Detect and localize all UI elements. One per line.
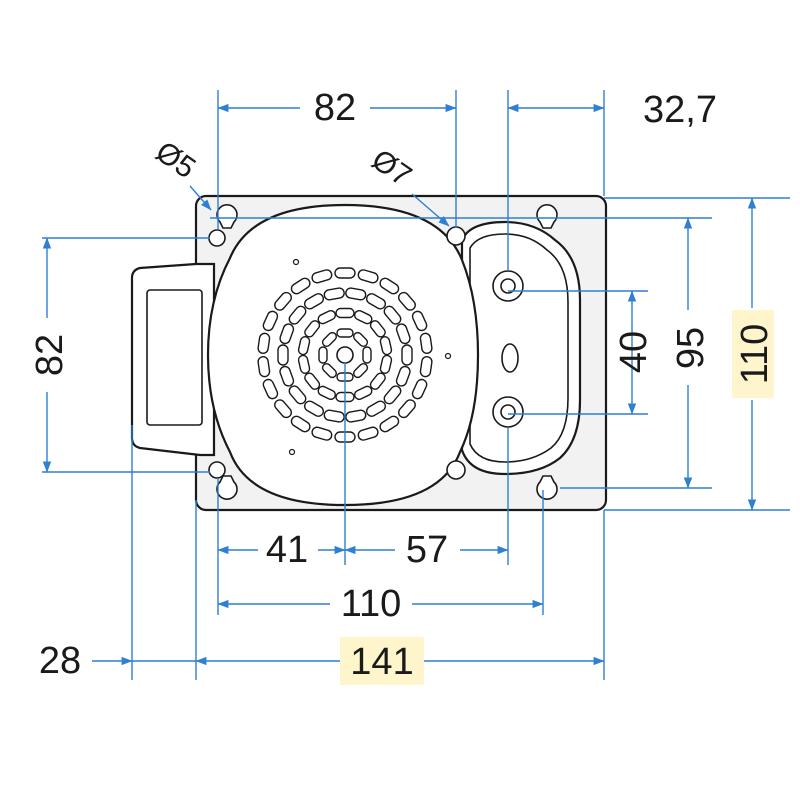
grille-slot: [323, 287, 345, 301]
grille-slot: [304, 372, 321, 390]
grille-slot: [297, 336, 311, 356]
highlight-overall-height: [732, 310, 774, 398]
grille-slot: [411, 378, 428, 400]
grille-slot: [288, 305, 307, 325]
grille-slot: [336, 328, 354, 338]
grille-slot: [334, 267, 356, 279]
grille-slot: [274, 399, 293, 419]
grille-slot: [353, 385, 373, 400]
fixing-hole-bottom-right: [446, 460, 466, 480]
dimension-lines: [42, 90, 790, 680]
fixing-hole-bottom-left: [208, 461, 226, 479]
speaker-grille: [257, 258, 452, 456]
control-panel: [460, 220, 582, 476]
grille-slot: [262, 378, 279, 400]
grille-slot: [257, 356, 271, 378]
grille-slot: [369, 320, 386, 338]
dim-mount-holes-spacing: 40: [613, 331, 655, 373]
grille-slot: [397, 291, 416, 311]
keyhole-top-right: [536, 204, 558, 229]
grille-slot: [379, 354, 393, 374]
dim-left-holes-spacing: 82: [29, 334, 71, 376]
grille-slot: [383, 385, 402, 405]
keyhole-top-left: [216, 204, 238, 229]
grille-slot: [395, 323, 411, 345]
grille-slot: [353, 363, 369, 379]
grille-slot: [365, 400, 387, 417]
grille-slot: [353, 310, 373, 325]
grille-slot: [303, 293, 325, 310]
grille-slot: [345, 409, 367, 423]
grille-slot: [323, 409, 345, 423]
grille-slot: [335, 307, 355, 319]
grille-slot: [274, 291, 293, 311]
grille-slot: [397, 399, 416, 419]
grille-slot: [379, 415, 400, 433]
grille-slot: [369, 372, 386, 390]
device-housing: [130, 194, 608, 512]
grille-slot: [290, 277, 311, 295]
grille-slot: [290, 415, 311, 433]
grille-slot: [419, 332, 433, 354]
grille-slot: [318, 346, 328, 364]
grille-slot: [379, 336, 393, 356]
dim-handle-depth: 28: [39, 640, 81, 682]
grille-dot: [288, 448, 296, 456]
dim-overall-height: 110: [734, 324, 776, 385]
grille-slot: [303, 400, 325, 417]
keyhole-slots: [216, 204, 558, 500]
keyhole-bottom-right: [536, 475, 558, 500]
dim-left-to-center: 41: [266, 529, 308, 571]
dim-bottom-holes-spacing: 110: [341, 583, 402, 625]
grille-slot: [401, 344, 413, 366]
keyhole-bottom-left: [216, 475, 238, 500]
control-panel-inner: [469, 233, 569, 463]
grille-slot: [311, 269, 333, 284]
mount-hole-bottom-inner: [500, 404, 516, 420]
grille-slot: [317, 310, 337, 325]
grille-slot: [321, 363, 337, 379]
grille-slot: [297, 354, 311, 374]
dim-right-offset: 32,7: [643, 89, 717, 131]
grille-dot: [292, 258, 300, 266]
grille-slot: [353, 331, 369, 347]
fixing-hole-top-right: [446, 226, 466, 246]
dim-top-holes-spacing: 82: [314, 87, 356, 129]
grille-slot: [277, 344, 289, 366]
grille-slot: [357, 269, 379, 284]
grille-slot: [262, 310, 279, 332]
grille-slot: [288, 385, 307, 405]
dim-overall-width: 141: [350, 641, 413, 683]
grille-slot: [257, 332, 271, 354]
grille-dot: [444, 352, 452, 360]
highlight-overall-width: [340, 637, 424, 685]
grille-slot: [362, 346, 372, 364]
grille-slot: [365, 293, 387, 310]
grille-slot: [395, 365, 411, 387]
grille-slot: [279, 323, 295, 345]
grille-slot: [411, 310, 428, 332]
grille-slot: [311, 426, 333, 441]
dim-center-to-mount: 57: [406, 529, 448, 571]
grille-slot: [345, 287, 367, 301]
grille-slot: [317, 385, 337, 400]
panel-slot: [501, 343, 519, 373]
grille-slot: [279, 365, 295, 387]
dim-hole-large-diameter: Ø7: [366, 143, 418, 193]
grille-slot: [357, 426, 379, 441]
grille-slot: [379, 277, 400, 295]
dim-hole-small-diameter: Ø5: [150, 135, 202, 185]
grille-slot: [321, 331, 337, 347]
dim-mount-height: 95: [670, 327, 712, 369]
grille-slot: [304, 320, 321, 338]
grille-slot: [419, 356, 433, 378]
fixing-hole-top-left: [208, 229, 226, 247]
mount-hole-top-inner: [500, 278, 516, 294]
dimension-labels: 82 32,7 Ø5 Ø7 82 40 95 110 41 57 110 28 …: [29, 87, 776, 683]
grille-slot: [383, 305, 402, 325]
handle-window: [146, 289, 203, 426]
grille-center: [336, 346, 354, 364]
